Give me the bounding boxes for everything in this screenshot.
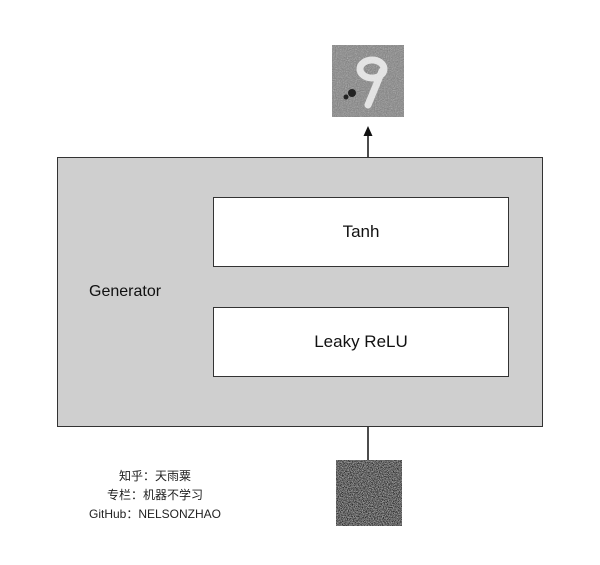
noise-input-image <box>336 460 402 526</box>
generator-label: Generator <box>89 283 162 300</box>
tanh-layer-label: Tanh <box>342 222 380 241</box>
output-arrow-head <box>363 126 373 136</box>
tanh-layer: Tanh <box>213 197 509 267</box>
credit-github: GitHub：NELSONZHAO <box>88 507 222 521</box>
leaky-relu-layer-label: Leaky ReLU <box>314 332 408 351</box>
leaky-relu-layer: Leaky ReLU <box>213 307 509 377</box>
credits-block: 知乎：天雨粟 专栏：机器不学习 GitHub：NELSONZHAO <box>70 467 240 524</box>
credit-column: 专栏：机器不学习 <box>106 488 203 502</box>
generated-digit-image <box>332 45 404 117</box>
credit-zhihu: 知乎：天雨粟 <box>118 469 191 483</box>
